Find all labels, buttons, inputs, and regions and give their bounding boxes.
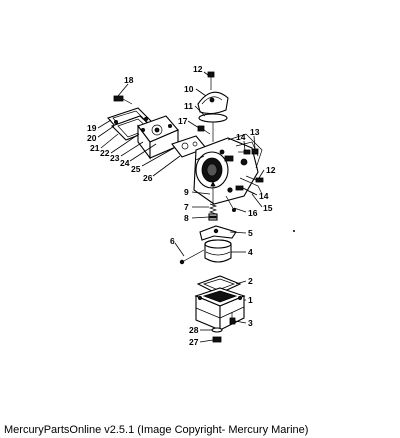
callout-26: 26 xyxy=(143,173,153,183)
part-screw-18 xyxy=(113,95,133,105)
callout-5: 5 xyxy=(248,228,253,238)
stray-mark xyxy=(293,230,295,232)
callout-4: 4 xyxy=(248,247,253,257)
callout-17: 17 xyxy=(178,116,188,126)
callout-25: 25 xyxy=(131,164,141,174)
callout-19: 19 xyxy=(87,123,97,133)
part-cover-plates xyxy=(107,107,156,141)
copyright-footer: MercuryPartsOnline v2.5.1 (Image Copyrig… xyxy=(4,424,309,436)
part-screw-17 xyxy=(197,125,211,135)
part-washer-28 xyxy=(211,327,223,333)
part-seat-8 xyxy=(208,213,218,221)
callout-12-right: 12 xyxy=(266,165,276,175)
callout-12-top: 12 xyxy=(193,64,203,74)
callout-2: 2 xyxy=(248,276,253,286)
part-diaphragm-11 xyxy=(198,113,228,142)
callout-20: 20 xyxy=(87,133,97,143)
part-carburetor-body xyxy=(193,133,263,205)
part-float-bowl-1 xyxy=(194,287,246,331)
callout-14-bottom: 14 xyxy=(259,191,269,201)
callout-9: 9 xyxy=(184,187,189,197)
part-drain-screw-27 xyxy=(212,336,222,343)
part-cap-10 xyxy=(197,91,229,115)
part-needle-9 xyxy=(210,181,216,206)
leader-lines xyxy=(97,71,265,343)
callout-1: 1 xyxy=(248,295,253,305)
callout-7: 7 xyxy=(184,202,189,212)
callout-15: 15 xyxy=(263,203,273,213)
callout-28: 28 xyxy=(189,325,199,335)
callout-24: 24 xyxy=(120,158,130,168)
callout-3: 3 xyxy=(248,318,253,328)
callout-27: 27 xyxy=(189,337,199,347)
callout-8: 8 xyxy=(184,213,189,223)
carburetor-exploded-diagram: 18 12 10 11 17 19 20 21 22 23 24 25 26 1… xyxy=(87,64,295,347)
callout-21: 21 xyxy=(90,143,100,153)
callout-14-top: 14 xyxy=(236,132,246,142)
callout-13: 13 xyxy=(250,127,260,137)
callout-23: 23 xyxy=(110,153,120,163)
part-float-4 xyxy=(204,239,232,263)
callout-11: 11 xyxy=(184,101,193,111)
callout-18: 18 xyxy=(124,75,134,85)
callout-6: 6 xyxy=(170,236,175,246)
callout-10: 10 xyxy=(184,84,194,94)
part-top-screw-12 xyxy=(207,71,215,90)
callout-16: 16 xyxy=(248,208,258,218)
part-pump-body xyxy=(137,115,179,160)
part-float-lever-5 xyxy=(199,225,237,241)
part-spring-7 xyxy=(208,203,218,215)
part-hinge-pin-6 xyxy=(179,249,205,265)
callout-22: 22 xyxy=(100,148,110,158)
part-screw-12-right xyxy=(245,175,264,183)
